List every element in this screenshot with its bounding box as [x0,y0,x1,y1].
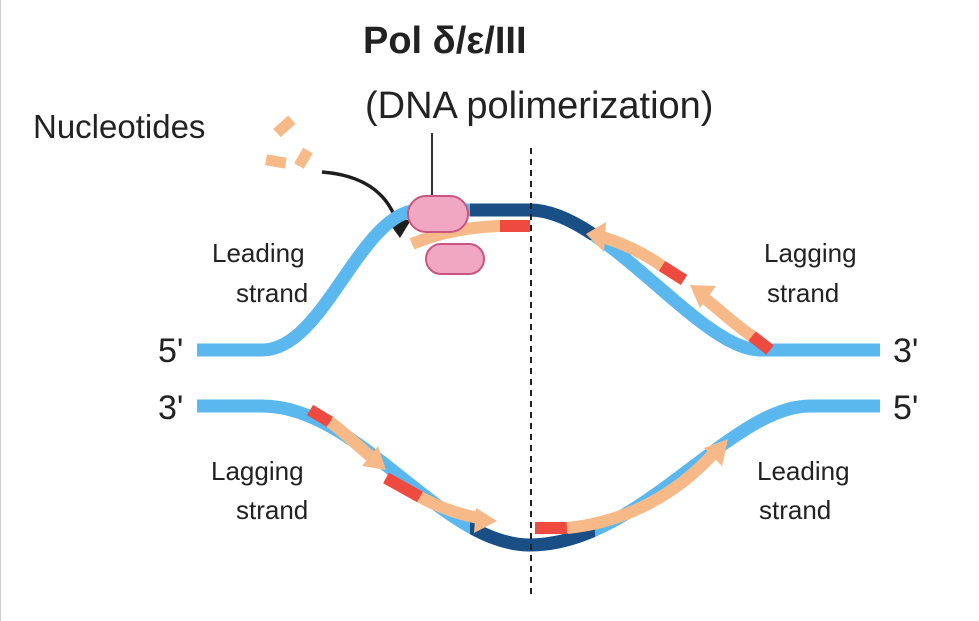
bottom-lagging-primer-2 [383,472,423,503]
top-right-end-label: 3' [893,332,918,370]
frame-border [0,0,1,621]
top-lagging-arrowhead-1 [586,222,606,252]
bottom-lagging-arrowhead-1 [362,446,386,470]
diagram-subtitle: (DNA polimerization) [365,85,713,127]
top-parental-segment [470,203,600,240]
svg-text:Lagging: Lagging [764,238,857,268]
svg-text:Leading: Leading [757,456,850,486]
bottom-right-strand-label: Leading strand [757,456,850,525]
top-left-end-label: 5' [158,332,183,370]
top-lagging-fragment-2 [699,292,756,342]
bottom-left-end-label: 3' [158,389,183,427]
top-lagging-primer-2 [748,331,774,355]
bottom-leading-arrowhead [704,439,728,466]
bottom-leading-new-strand [566,450,717,534]
polymerase-enzyme [407,195,485,275]
svg-text:strand: strand [759,495,831,525]
svg-text:strand: strand [767,278,839,308]
top-lagging-fragment-1 [600,231,666,271]
top-left-strand-label: Leading strand [212,238,308,308]
nucleotide-fragments [265,115,313,169]
bottom-lagging-primer-1 [306,404,334,428]
bottom-lagging-fragment-1 [326,417,374,461]
svg-text:Lagging: Lagging [211,456,304,486]
diagram-title: Pol δ/ε/III [363,20,527,62]
bottom-left-strand-label: Lagging strand [211,456,308,525]
bottom-lagging-fragment-2 [417,491,480,524]
top-right-strand-label: Lagging strand [764,238,857,308]
svg-text:strand: strand [236,495,308,525]
nucleotides-label: Nucleotides [33,108,205,145]
top-lagging-primer-1 [658,260,688,286]
svg-text:strand: strand [236,278,308,308]
top-lagging-arrowhead-2 [690,285,716,308]
bottom-right-end-label: 5' [893,389,918,427]
bottom-lagging-arrowhead-2 [474,508,497,533]
svg-text:Leading: Leading [212,238,305,268]
